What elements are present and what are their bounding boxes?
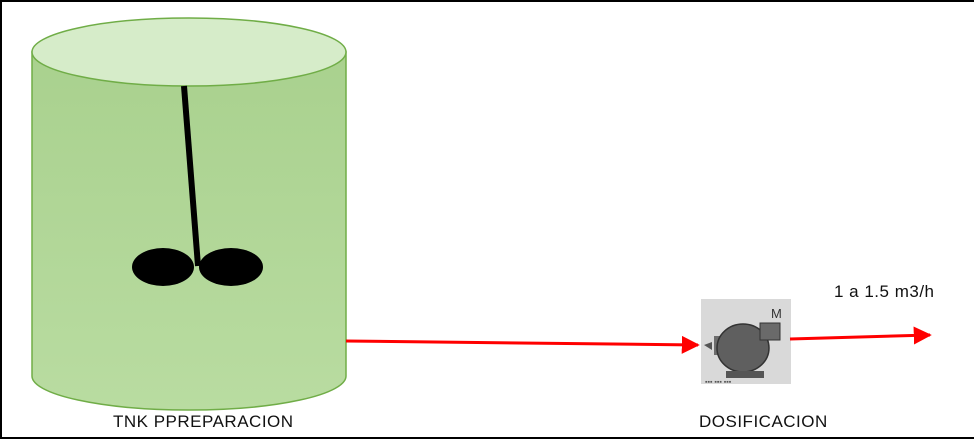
pump-label: DOSIFICACION	[699, 412, 828, 431]
tank-label: TNK PPREPARACION	[113, 412, 294, 431]
feed-line	[345, 335, 700, 354]
dosing-pump-icon: M ▪▪▪ ▪▪▪ ▪▪▪	[701, 299, 791, 386]
agitator	[132, 85, 263, 286]
tank-top	[31, 17, 347, 87]
agitator-blade-right	[199, 248, 263, 286]
discharge-line	[789, 326, 932, 345]
preparation-tank	[31, 17, 347, 411]
svg-text:▪▪▪ ▪▪▪ ▪▪▪: ▪▪▪ ▪▪▪ ▪▪▪	[705, 379, 732, 386]
agitator-shaft	[181, 85, 201, 267]
flow-rate-label: 1 a 1.5 m3/h	[834, 282, 935, 301]
tank-body	[31, 51, 347, 411]
motor-letter: M	[771, 306, 782, 321]
agitator-blade-left	[132, 248, 194, 286]
